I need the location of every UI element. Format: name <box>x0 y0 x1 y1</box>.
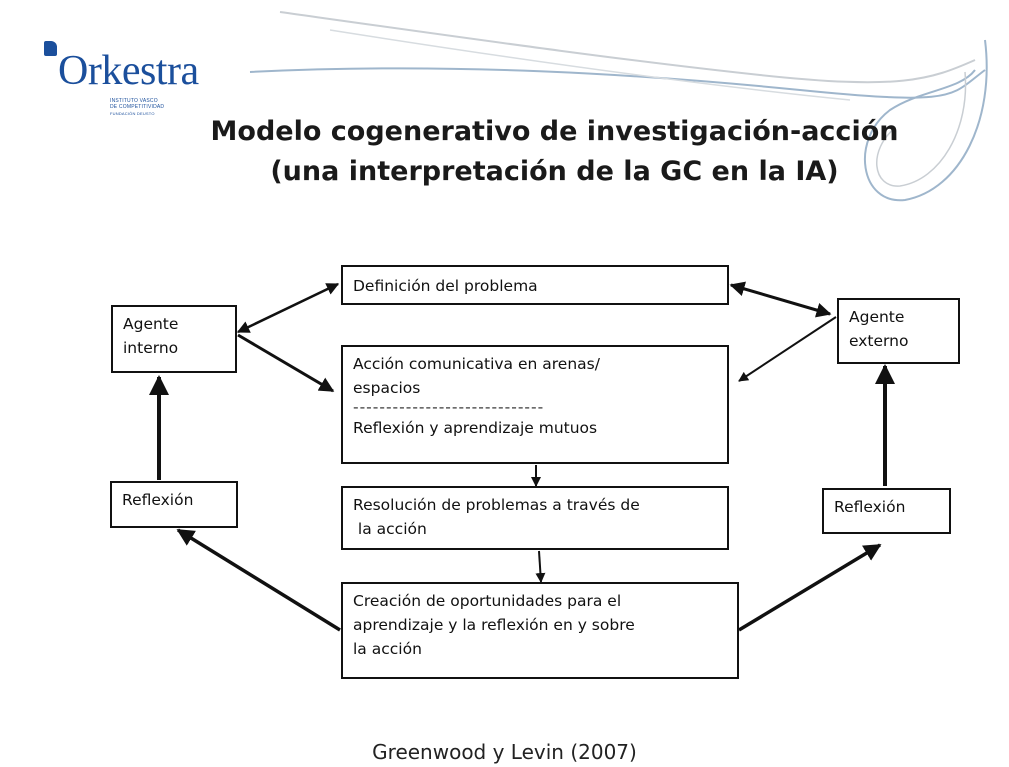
brand-name: Orkestra <box>58 48 199 94</box>
box-resolucion-line: Resolución de problemas a través de <box>353 496 640 514</box>
citation: Greenwood y Levin (2007) <box>372 740 637 764</box>
box-agente-interno-line: Agente <box>123 315 179 333</box>
brand-subtitle-line: DE COMPETITIVIDAD <box>110 104 165 110</box>
swoosh-loop-inner <box>875 71 967 187</box>
arrow-interno-accion <box>237 333 335 393</box>
swoosh-line-1 <box>279 11 976 84</box>
swoosh-line-2 <box>249 67 986 99</box>
box-accion-line: Acción comunicativa en arenas/ <box>353 355 600 373</box>
box-agente-interno: Agente interno <box>111 305 237 373</box>
brand-subtitle-line: INSTITUTO VASCO <box>110 98 158 104</box>
swoosh-loop <box>864 39 988 202</box>
arrow-interno-definicion <box>236 282 340 334</box>
brand-subtitle: INSTITUTO VASCO DE COMPETITIVIDAD FUNDAC… <box>110 98 230 117</box>
arrow-definicion-externo <box>729 281 832 318</box>
box-reflexion-right-label: Reflexión <box>834 498 906 516</box>
box-reflexion-aprendizaje: Reflexión y aprendizaje mutuos <box>353 419 598 437</box>
box-reflexion-left: Reflexión <box>110 481 238 528</box>
box-agente-externo-line: Agente <box>849 308 905 326</box>
arrow-creacion-reflexion-left <box>176 528 341 632</box>
box-creacion-line: Creación de oportunidades para el <box>353 592 622 610</box>
box-creacion-line: la acción <box>353 640 422 658</box>
box-resolucion-line: la acción <box>353 520 427 538</box>
box-reflexion-right: Reflexión <box>822 488 951 534</box>
box-definicion-problema: Definición del problema <box>341 265 729 305</box>
box-creacion-line: aprendizaje y la reflexión en y sobre <box>353 616 635 634</box>
slide-title-line-2: (una interpretación de la GC en la IA) <box>270 156 839 187</box>
box-agente-interno-line: interno <box>123 339 179 357</box>
slide-title-line-1: Modelo cogenerativo de investigación-acc… <box>210 116 899 147</box>
box-agente-externo: Agente externo <box>837 298 960 364</box>
box-accion-line: espacios <box>353 379 421 397</box>
box-agente-externo-line: externo <box>849 332 909 350</box>
logo-mark-icon <box>44 41 57 56</box>
arrow-externo-accion <box>738 316 837 382</box>
arrow-creacion-reflexion-right <box>738 543 882 632</box>
arrow-resolucion-creacion <box>535 550 546 583</box>
box-accion-separator: ----------------------------- <box>353 398 545 416</box>
box-creacion: Creación de oportunidades para el aprend… <box>341 582 739 679</box>
box-accion-comunicativa: Acción comunicativa en arenas/ espacios … <box>341 345 729 464</box>
swoosh-line-3 <box>329 29 851 101</box>
box-reflexion-left-label: Reflexión <box>122 491 194 509</box>
box-resolucion: Resolución de problemas a través de la a… <box>341 486 729 550</box>
brand-subtitle-small: FUNDACIÓN DEUSTO <box>110 111 155 116</box>
box-definicion-label: Definición del problema <box>353 277 538 295</box>
